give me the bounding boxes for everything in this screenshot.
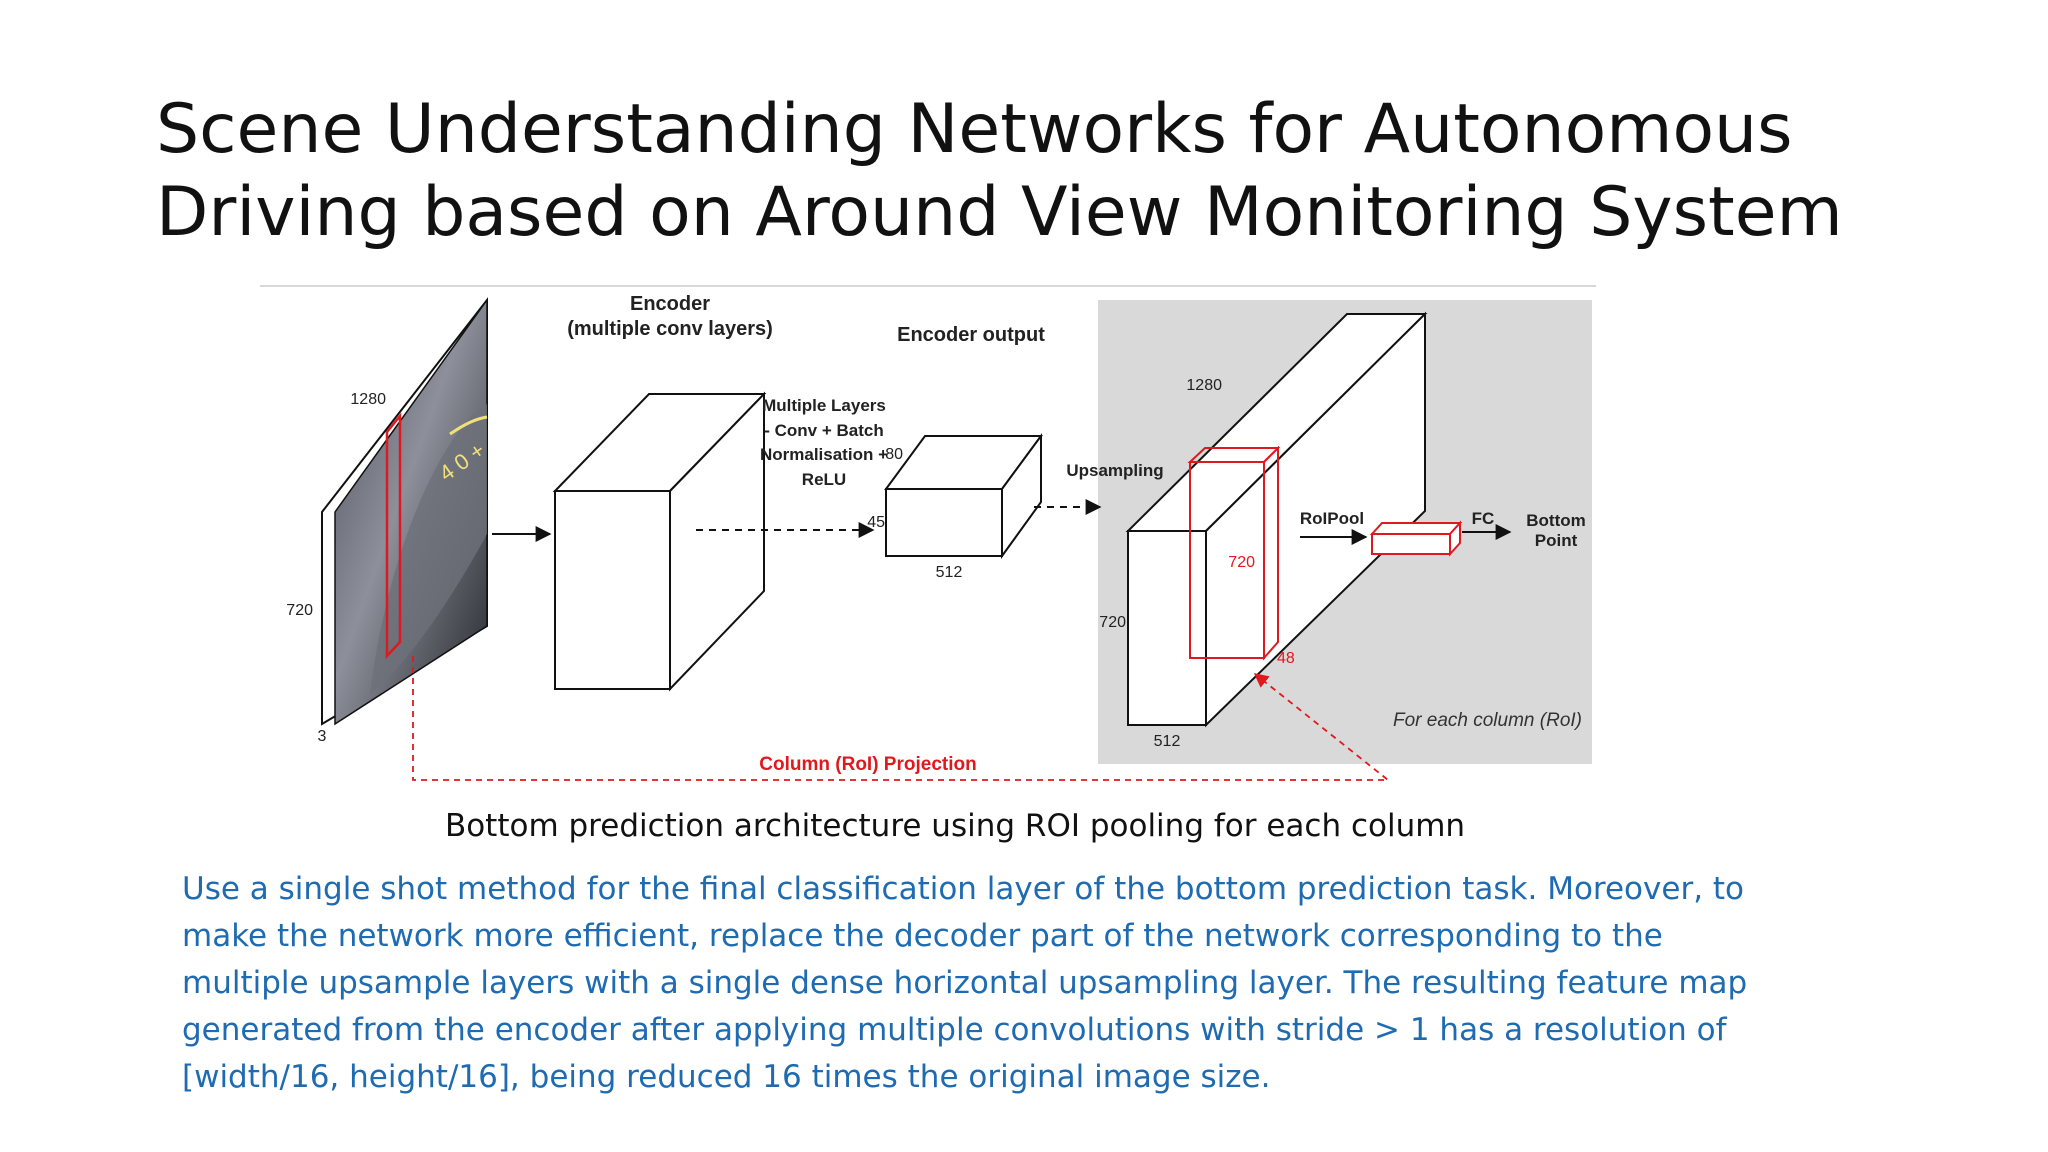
bottom-point-label-line2: Point	[1535, 531, 1578, 550]
encoder-output-block	[884, 432, 1043, 560]
roi-width-label: 48	[1277, 650, 1295, 667]
architecture-diagram: 4 0 + 1280 720 3 Encoder (multiple conv …	[260, 285, 1596, 781]
slide-title: Scene Understanding Networks for Autonom…	[156, 90, 1843, 252]
small-width-label: 512	[936, 564, 963, 581]
small-depth-label: 80	[885, 446, 903, 463]
layers-label-line4: ReLU	[802, 470, 846, 489]
per-column-label: For each column (RoI)	[1393, 710, 1582, 731]
roi-column-highlight	[1187, 445, 1281, 661]
large-height-label: 720	[1099, 614, 1126, 631]
fc-label: FC	[1472, 509, 1495, 528]
layers-label-line1: Multiple Layers	[762, 396, 886, 415]
encoder-title: Encoder	[630, 293, 710, 315]
input-column-highlight	[385, 412, 402, 660]
figure-caption: Bottom prediction architecture using ROI…	[444, 808, 1466, 844]
encoder-subtitle: (multiple conv layers)	[567, 318, 773, 340]
large-width-label: 1280	[1186, 377, 1222, 394]
roi-height-label: 720	[1228, 554, 1255, 571]
encoder-output-label: Encoder output	[897, 324, 1045, 346]
large-depth-label: 512	[1154, 733, 1181, 750]
layers-label-line2: - Conv + Batch	[764, 421, 884, 440]
input-image-slab: 4 0 +	[321, 297, 489, 726]
projection-label: Column (RoI) Projection	[759, 754, 976, 775]
upsampled-feature-block	[1125, 311, 1428, 728]
layers-label-line3: Normalisation +	[760, 445, 888, 464]
roipool-label: RoIPool	[1300, 509, 1364, 528]
body-paragraph: Use a single shot method for the final c…	[182, 871, 1748, 1095]
small-height-label: 45	[867, 514, 885, 531]
bottom-point-label-line1: Bottom	[1526, 511, 1585, 530]
input-height-label: 720	[286, 602, 313, 619]
upsampling-label: Upsampling	[1066, 461, 1163, 480]
input-width-label: 1280	[350, 391, 386, 408]
input-depth-label: 3	[318, 728, 327, 745]
encoder-block	[552, 391, 767, 692]
pooled-roi-block	[1369, 520, 1463, 557]
